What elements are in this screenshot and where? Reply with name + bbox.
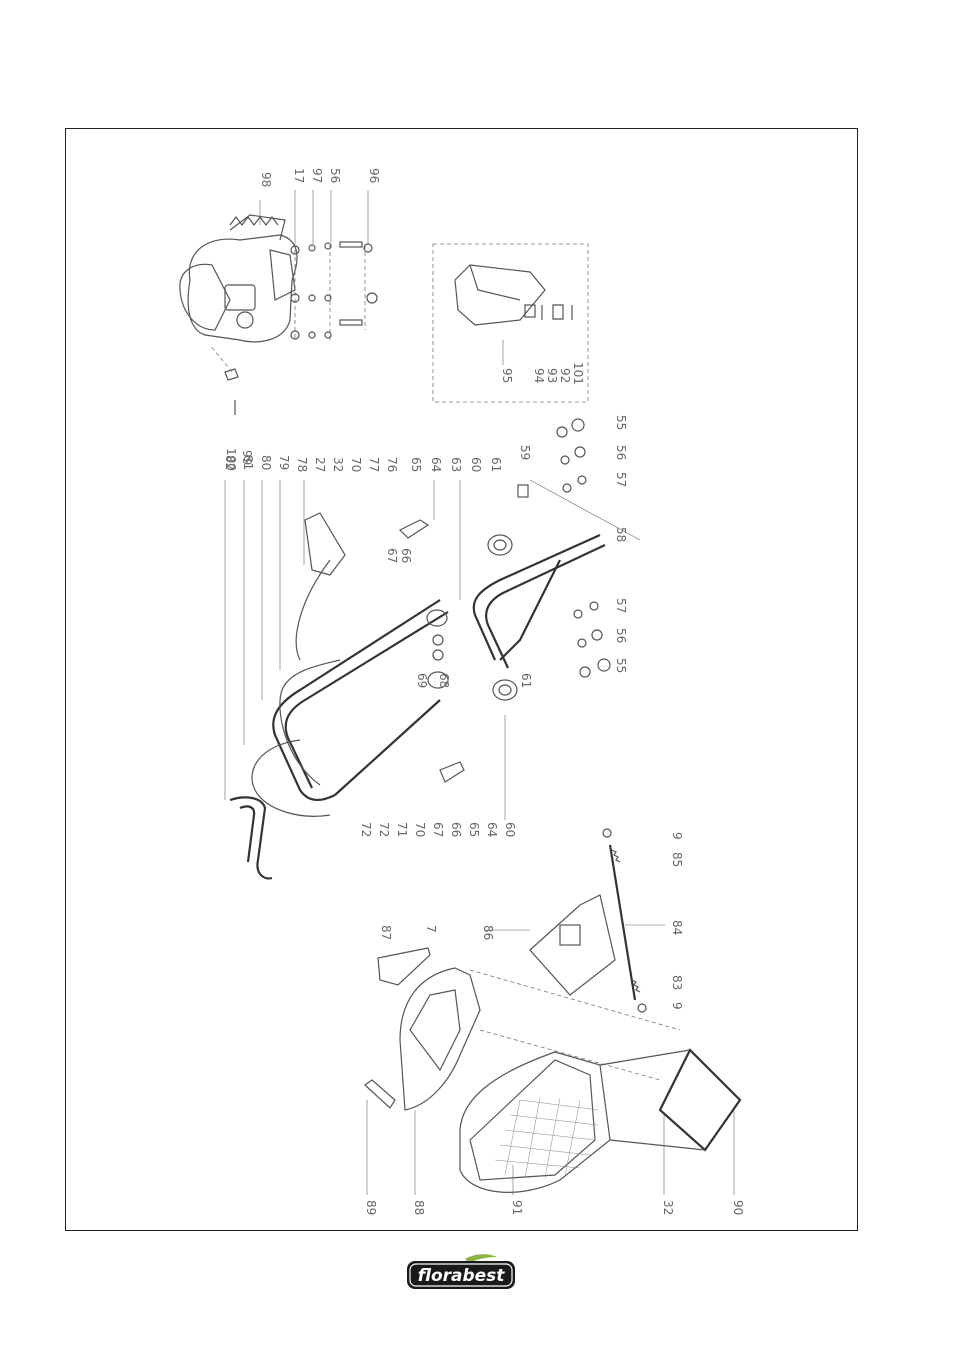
label-86: 86 xyxy=(481,925,495,940)
label-77: 77 xyxy=(367,457,381,472)
label-63: 63 xyxy=(449,457,463,472)
label-9b: 9 xyxy=(670,1002,684,1010)
label-94: 94 xyxy=(532,368,546,383)
label-97: 97 xyxy=(310,168,324,183)
label-68: 68 xyxy=(437,673,451,688)
lower-assembly xyxy=(364,828,742,1193)
label-56: 56 xyxy=(328,168,342,183)
label-64: 64 xyxy=(429,457,443,472)
label-93: 93 xyxy=(545,368,559,383)
label-78: 78 xyxy=(295,457,309,472)
label-90: 90 xyxy=(731,1200,745,1215)
label-96: 96 xyxy=(367,168,381,183)
label-79: 79 xyxy=(277,455,291,470)
label-82: 82 xyxy=(223,455,237,470)
label-98: 98 xyxy=(259,172,273,187)
diagram-frame xyxy=(65,128,858,1231)
label-57b: 57 xyxy=(614,598,628,613)
label-58: 58 xyxy=(614,527,628,542)
lower-labels: 87 7 86 9 85 84 83 9 89 88 91 32 90 xyxy=(364,832,745,1215)
label-9: 9 xyxy=(670,832,684,840)
label-71: 71 xyxy=(395,822,409,837)
label-88: 88 xyxy=(412,1200,426,1215)
label-91: 91 xyxy=(510,1200,524,1215)
label-95: 95 xyxy=(500,368,514,383)
label-32b: 32 xyxy=(661,1200,675,1215)
label-89: 89 xyxy=(364,1200,378,1215)
label-61b: 61 xyxy=(519,673,533,688)
inset-box: 95 94 93 92 101 xyxy=(432,243,589,403)
florabest-logo: florabest xyxy=(407,1254,515,1289)
label-55: 55 xyxy=(614,415,628,430)
label-92: 92 xyxy=(558,368,572,383)
label-56c: 56 xyxy=(614,628,628,643)
label-83: 83 xyxy=(670,975,684,990)
engine-labels: 98 17 97 56 96 100 99 xyxy=(224,168,381,471)
label-61: 61 xyxy=(489,457,503,472)
label-80: 80 xyxy=(259,455,273,470)
label-67b: 67 xyxy=(431,822,445,837)
label-60b: 60 xyxy=(503,822,517,837)
label-59: 59 xyxy=(518,445,532,460)
label-72: 72 xyxy=(359,822,373,837)
label-87: 87 xyxy=(379,925,393,940)
label-99: 99 xyxy=(240,450,254,465)
label-65b: 65 xyxy=(467,822,481,837)
label-70b: 70 xyxy=(413,822,427,837)
label-76: 76 xyxy=(385,457,399,472)
label-72b: 72 xyxy=(377,822,391,837)
handle-labels: 82 81 80 79 78 27 32 70 77 76 65 64 63 6… xyxy=(223,415,628,837)
label-84: 84 xyxy=(670,920,684,935)
label-32: 32 xyxy=(331,457,345,472)
label-69: 69 xyxy=(415,673,429,688)
label-70: 70 xyxy=(349,457,363,472)
label-56b: 56 xyxy=(614,445,628,460)
logo-text: florabest xyxy=(418,1266,506,1286)
label-66b: 66 xyxy=(449,822,463,837)
label-65: 65 xyxy=(409,457,423,472)
label-64b: 64 xyxy=(485,822,499,837)
label-57: 57 xyxy=(614,472,628,487)
label-66: 66 xyxy=(399,548,413,563)
label-7: 7 xyxy=(424,925,438,933)
label-55b: 55 xyxy=(614,658,628,673)
handle-assembly xyxy=(229,418,641,880)
label-81: 81 xyxy=(241,455,255,470)
label-101: 101 xyxy=(571,362,585,385)
label-100: 100 xyxy=(224,448,238,471)
label-67: 67 xyxy=(385,548,399,563)
label-60: 60 xyxy=(469,457,483,472)
label-17: 17 xyxy=(292,168,306,183)
logo-leaf-icon xyxy=(465,1254,497,1263)
label-27: 27 xyxy=(313,457,327,472)
label-85: 85 xyxy=(670,852,684,867)
engine-assembly xyxy=(179,214,378,415)
